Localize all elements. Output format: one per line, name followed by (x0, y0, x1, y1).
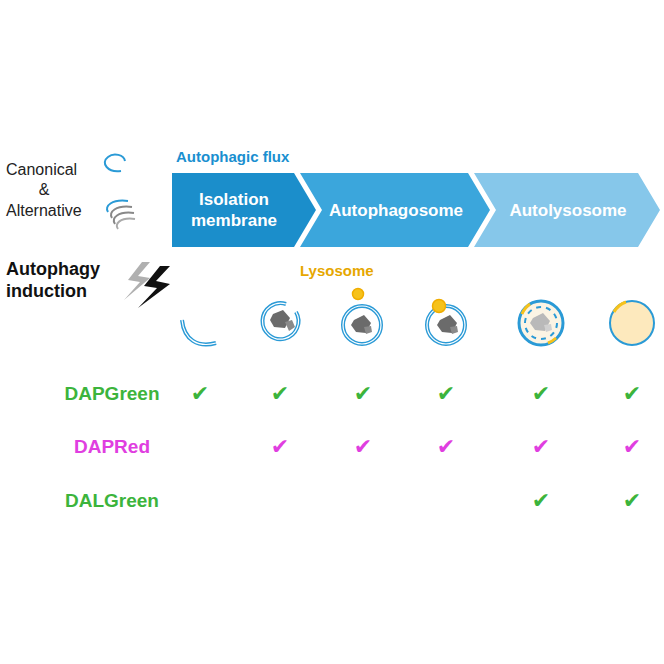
chevron-shape (172, 173, 316, 247)
check-mark: ✔ (532, 434, 550, 460)
mature-autolysosome-cell (610, 301, 654, 345)
process-chevron: Autolysosome (474, 173, 660, 247)
phagophore-cell (262, 303, 298, 339)
check-mark: ✔ (354, 434, 372, 460)
pathway-label: Canonical (6, 160, 77, 179)
probe-name: DAPRed (74, 436, 150, 459)
pathway-label: & (39, 180, 50, 199)
probe-name: DAPGreen (64, 383, 159, 406)
process-chevron: Isolation membrane (172, 173, 316, 247)
flux-label: Autophagic flux (176, 148, 289, 166)
check-mark: ✔ (271, 434, 289, 460)
autophagosome-cell (343, 289, 381, 345)
check-mark: ✔ (271, 381, 289, 407)
process-chevron: Autophagosome (300, 173, 490, 247)
docking-cell (427, 300, 465, 345)
check-mark: ✔ (532, 381, 550, 407)
check-mark: ✔ (437, 434, 455, 460)
pathway-label: Alternative (6, 201, 82, 220)
lightning-bolt (138, 266, 170, 308)
induction-label: Autophagy induction (6, 259, 116, 302)
canonical-icon (105, 154, 125, 171)
check-mark: ✔ (623, 488, 641, 514)
stage-label: Autophagosome (329, 200, 463, 221)
lightning-bolt (124, 262, 150, 300)
lysosome-label: Lysosome (300, 262, 374, 280)
stage-label: Autolysosome (509, 200, 626, 221)
probe-name: DALGreen (65, 490, 159, 513)
isolation-membrane-cell (182, 320, 216, 344)
stage-label: Isolation membrane (178, 189, 290, 231)
check-mark: ✔ (437, 381, 455, 407)
check-mark: ✔ (623, 381, 641, 407)
check-mark: ✔ (623, 434, 641, 460)
autolysosome-cell (519, 301, 563, 345)
check-mark: ✔ (191, 381, 209, 407)
alternative-icon (107, 201, 135, 229)
check-mark: ✔ (532, 488, 550, 514)
check-mark: ✔ (354, 381, 372, 407)
